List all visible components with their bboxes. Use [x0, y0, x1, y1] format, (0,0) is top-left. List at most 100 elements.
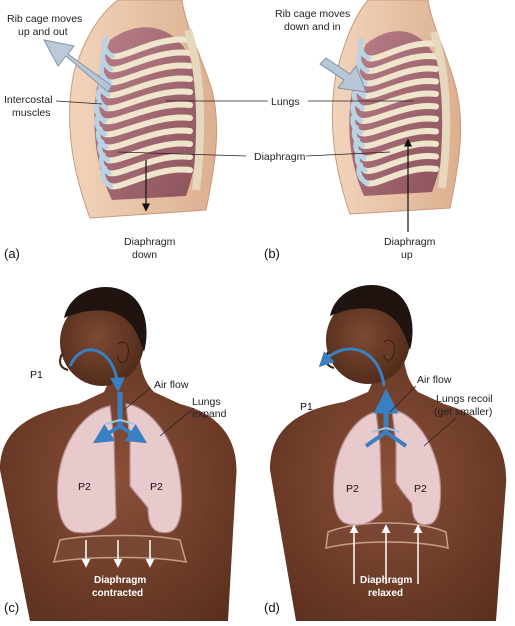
costal-cartilage-segment	[100, 165, 114, 189]
nose	[59, 353, 69, 371]
panel-label-b: (b)	[264, 246, 280, 261]
lungs-recoil-label-1: Lungs recoil	[436, 393, 493, 405]
rib-down-in-arrow	[319, 57, 367, 93]
costal-cartilage	[94, 35, 115, 189]
rib	[363, 53, 439, 74]
diaphragm-pointer-a	[117, 151, 247, 157]
bronchi-right-upper	[119, 419, 135, 425]
rib	[363, 165, 439, 187]
ear	[383, 339, 396, 361]
ear	[117, 341, 130, 363]
rib-cage-label-a-2: up and out	[18, 26, 68, 38]
diaphragm-label: Diaphragm	[254, 151, 306, 163]
p2-left-label-c: P2	[78, 481, 91, 493]
rib	[103, 127, 193, 151]
lungs-expand-pointer	[159, 407, 195, 437]
costal-cartilage-segment	[94, 100, 108, 124]
spine	[184, 28, 205, 191]
bronchi-left-airflow	[364, 430, 388, 448]
p1-label-d: P1	[300, 401, 313, 413]
p1-label-c: P1	[30, 369, 43, 381]
rib	[360, 78, 439, 99]
rib	[360, 140, 439, 162]
hair	[330, 285, 413, 350]
rib-cage-label-b-1: Rib cage moves	[275, 8, 350, 20]
diaphragm-down-label-1: Diaphragm	[124, 236, 176, 248]
costal-cartilage-segment	[101, 35, 115, 59]
rib-cage-label-b-2: down and in	[284, 21, 341, 33]
intercostal-label-1: Intercostal	[4, 94, 52, 106]
head	[326, 296, 410, 384]
diaphragm-relaxed-label-1: Diaphragm	[360, 575, 412, 586]
hair	[64, 287, 147, 352]
airflow-label-d: Air flow	[417, 374, 452, 386]
panel-c-figure	[0, 287, 237, 621]
costal-cartilage-segment	[353, 137, 367, 161]
rib	[107, 166, 193, 190]
p2-right-label-d: P2	[414, 483, 427, 495]
costal-cartilage-segment	[351, 125, 365, 148]
rib-up-out-arrow	[43, 39, 113, 93]
intercostal-pointer	[55, 100, 103, 105]
rib	[357, 115, 439, 137]
costal-cartilage-segment	[350, 100, 364, 123]
lung-right	[391, 409, 442, 526]
costal-cartilage-segment	[98, 61, 112, 85]
lungs-recoil-pointer	[423, 417, 457, 447]
diaphragm-contracted-label-2: contracted	[92, 588, 143, 599]
airflow-pointer-c	[123, 387, 151, 411]
diaphragm-down-label-2: down	[132, 249, 157, 261]
rib	[104, 75, 193, 99]
intercostal-label-2: muscles	[12, 107, 51, 119]
bronchi-left-upper	[371, 427, 387, 433]
costal-cartilage-segment	[357, 37, 371, 61]
bronchi-right-airflow	[118, 424, 148, 444]
lung-left	[332, 411, 383, 526]
rib	[109, 36, 193, 60]
bronchi-right-airflow	[384, 430, 408, 448]
panel-label-a: (a)	[4, 246, 20, 261]
rib	[106, 153, 193, 177]
costal-cartilage-segment	[351, 87, 365, 111]
rib	[104, 140, 193, 164]
airflow-pointer-d	[389, 385, 417, 413]
rib	[101, 114, 193, 138]
costal-cartilage-segment	[97, 139, 111, 163]
costal-cartilage-segment	[98, 152, 112, 176]
body-torso	[270, 360, 507, 621]
panel-a-thorax	[69, 0, 218, 219]
head	[60, 298, 144, 386]
costal-cartilage-segment	[95, 87, 109, 111]
panel-label-d: (d)	[264, 600, 280, 615]
costal-cartilage-segment	[100, 48, 114, 72]
lungs-recoil-label-2: (get smaller)	[434, 406, 492, 418]
panel-b-thorax	[332, 0, 462, 215]
rib	[107, 49, 193, 73]
diaphragm-contracted-label-1: Diaphragm	[94, 575, 146, 586]
diaphragm-pointer-b	[305, 151, 391, 157]
costal-cartilage-segment	[350, 112, 364, 136]
costal-cartilage-segment	[95, 126, 109, 150]
lungs-expand-label-1: Lungs	[192, 396, 221, 408]
rib	[103, 88, 193, 112]
panel-d-figure	[270, 285, 507, 621]
rib	[101, 101, 193, 125]
diaphragm-band	[52, 534, 188, 563]
diaphragm-relaxed-label-2: relaxed	[368, 588, 403, 599]
panel-label-c: (c)	[4, 600, 19, 615]
rib	[357, 103, 439, 124]
rib-bones	[357, 40, 439, 187]
costal-cartilage-segment	[356, 50, 370, 73]
bronchi-left-upper	[105, 419, 121, 425]
lungs-expand-label-2: expand	[192, 408, 227, 420]
airflow-in-curve	[68, 348, 125, 393]
rib	[365, 40, 439, 62]
lungs-label: Lungs	[271, 96, 300, 108]
rib-cage-label-a-1: Rib cage moves	[7, 13, 82, 25]
diaphragm-up-label-2: up	[401, 249, 413, 261]
bronchi-left-airflow	[92, 424, 122, 444]
rib	[362, 153, 439, 174]
costal-cartilage-segment	[356, 162, 370, 186]
diaphragm-up-label-1: Diaphragm	[384, 236, 436, 248]
